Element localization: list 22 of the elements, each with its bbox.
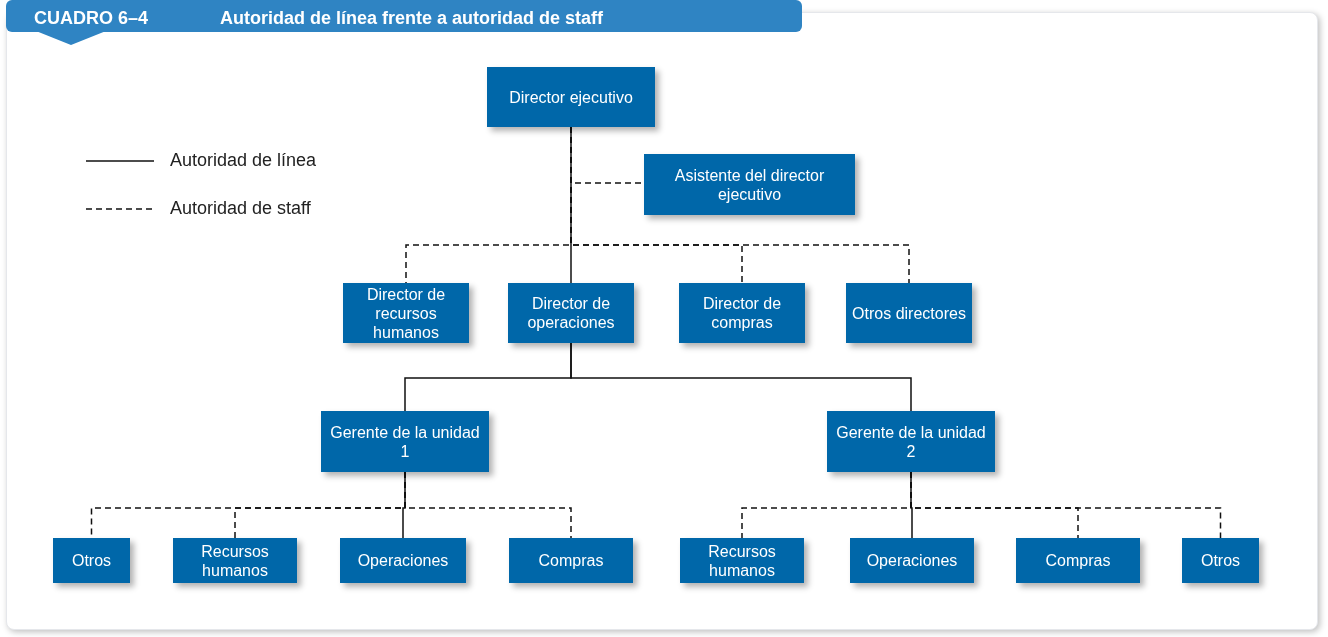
position-box: Director ejecutivo — [487, 67, 655, 127]
position-box: Operaciones — [850, 538, 974, 583]
position-box: Asistente del director ejecutivo — [644, 154, 855, 215]
position-box: Gerente de la unidad 2 — [827, 411, 995, 472]
position-box: Recursos humanos — [680, 538, 804, 583]
position-box: Otros — [1182, 538, 1259, 583]
position-box: Operaciones — [340, 538, 466, 583]
position-box: Director de operaciones — [508, 283, 634, 343]
position-box: Director de compras — [679, 283, 805, 343]
legend-label: Autoridad de línea — [170, 149, 317, 172]
position-box: Otros directores — [846, 283, 972, 343]
title: Autoridad de línea frente a autoridad de staff — [220, 7, 604, 30]
connector-line — [570, 342, 912, 412]
position-box: Otros — [53, 538, 130, 583]
legend-label: Autoridad de staff — [170, 197, 311, 220]
position-box: Gerente de la unidad 1 — [321, 411, 489, 472]
figure-number: CUADRO 6–4 — [34, 7, 149, 30]
position-box: Compras — [1016, 538, 1140, 583]
position-box: Recursos humanos — [173, 538, 297, 583]
position-box: Compras — [509, 538, 633, 583]
position-box: Director de recursos humanos — [343, 283, 469, 343]
dashed-connector — [404, 471, 572, 539]
